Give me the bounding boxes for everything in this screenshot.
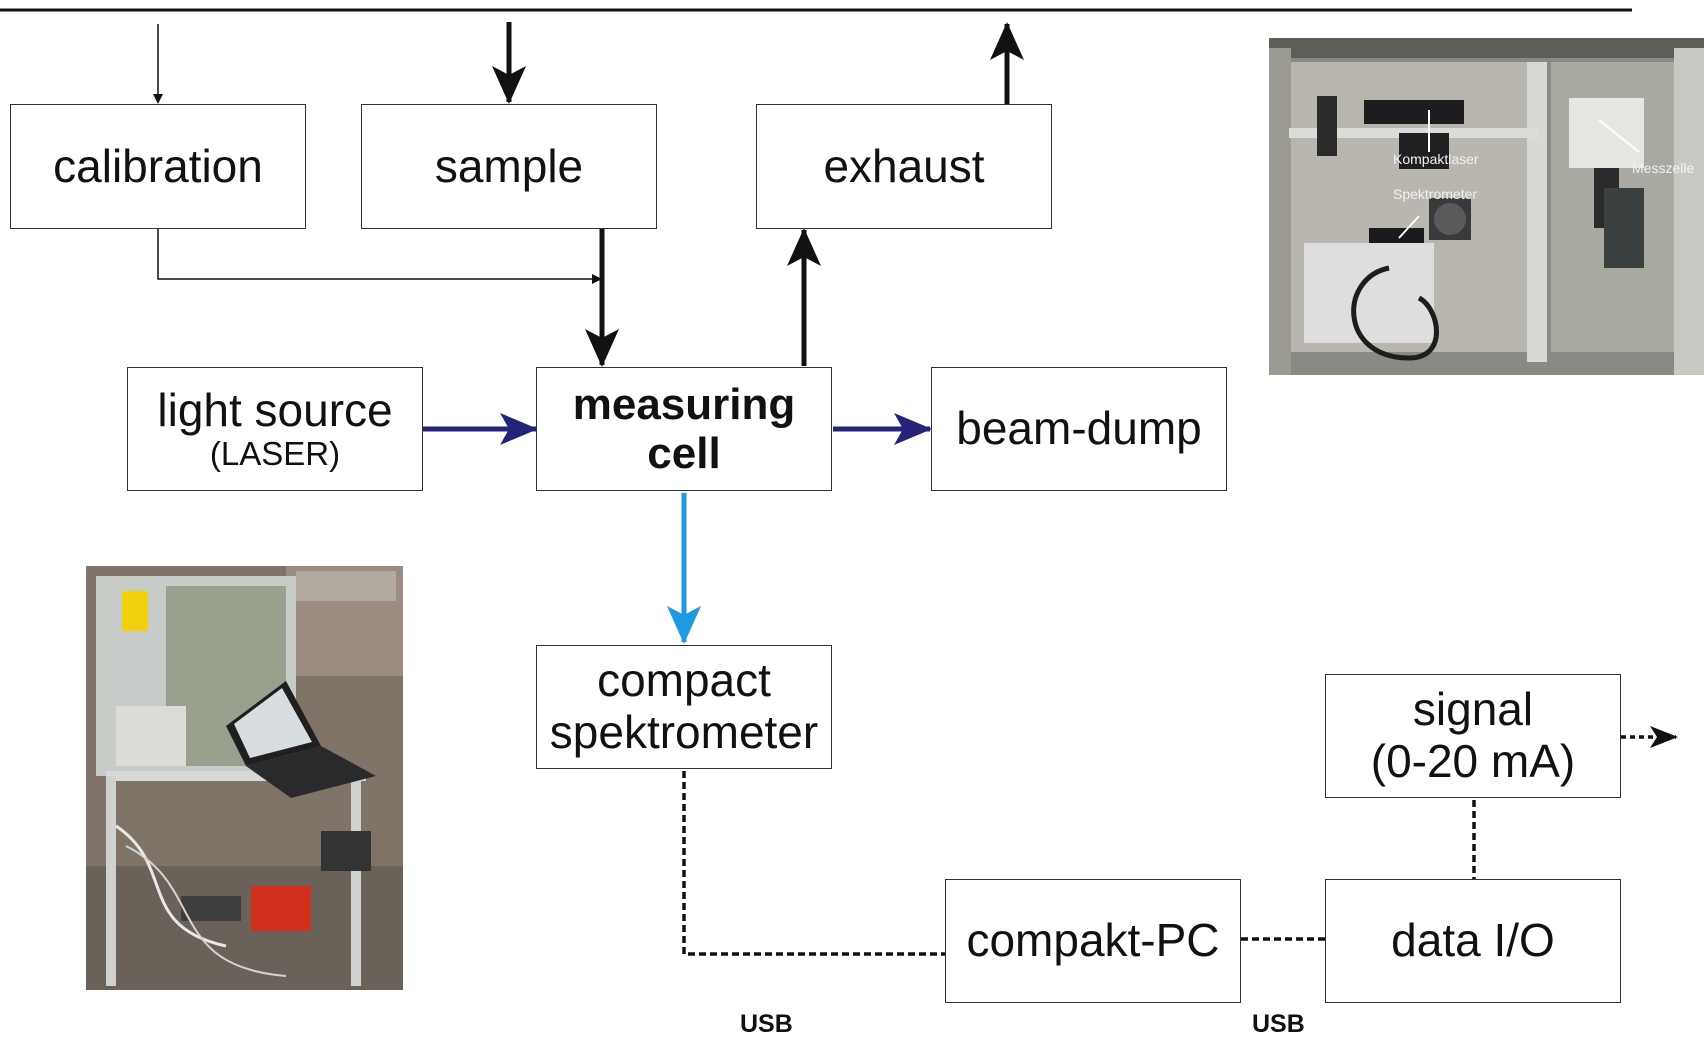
spectrometer-to-pc-link: [682, 771, 947, 956]
signal-box: signal (0-20 mA): [1325, 674, 1621, 798]
measuring-cell-label-line1: measuring: [572, 379, 796, 429]
cabinet-label-laser: Kompaktlaser: [1393, 151, 1479, 167]
calibration-label: calibration: [53, 139, 263, 192]
data-io-label: data I/O: [1391, 914, 1555, 967]
compakt-pc-box: compakt-PC: [945, 879, 1241, 1003]
usb-label-spectrometer-pc: USB: [740, 1010, 793, 1038]
exhaust-box: exhaust: [756, 104, 1052, 229]
beam-dump-box: beam-dump: [931, 367, 1227, 491]
cabinet-label-spectrometer: Spektrometer: [1393, 186, 1478, 202]
calibration-to-cell-line: [157, 229, 602, 284]
lab-setup-photo: [86, 566, 403, 990]
spectrometer-label-line1: compact: [597, 654, 771, 707]
measuring-cell-box: measuring cell: [536, 367, 832, 491]
spectrometer-box: compact spektrometer: [536, 645, 832, 769]
signal-label-line2: (0-20 mA): [1370, 735, 1576, 787]
signal-label-line1: signal: [1412, 683, 1534, 736]
calibration-box: calibration: [10, 104, 306, 229]
beam-dump-label: beam-dump: [956, 402, 1202, 455]
usb-label-pc-dataio: USB: [1252, 1010, 1305, 1038]
cabinet-label-cell: Messzelle: [1632, 160, 1695, 176]
cabinet-photo-illustration: [1269, 38, 1704, 375]
cabinet-interior-photo: Kompaktlaser Spektrometer Messzelle: [1269, 38, 1704, 375]
exhaust-label: exhaust: [823, 139, 985, 192]
light-source-label: light source: [157, 383, 393, 436]
lab-photo-illustration: [86, 566, 403, 990]
light-source-sublabel: (LASER): [209, 435, 341, 473]
measuring-cell-label-line2: cell: [647, 429, 721, 478]
sample-box: sample: [361, 104, 657, 229]
compakt-pc-label: compakt-PC: [966, 914, 1220, 967]
sample-label: sample: [434, 139, 584, 192]
data-io-box: data I/O: [1325, 879, 1621, 1003]
light-source-box: light source (LASER): [127, 367, 423, 491]
spectrometer-label-line2: spektrometer: [549, 706, 819, 758]
